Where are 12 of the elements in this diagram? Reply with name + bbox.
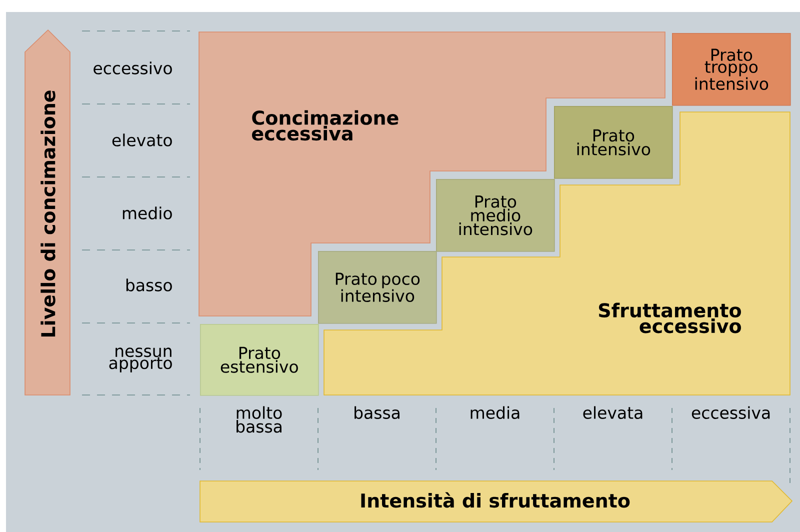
category-box: Prato medio intensivo xyxy=(436,179,555,252)
category-box: Prato troppo intensivo xyxy=(672,33,791,106)
row-label: elevato xyxy=(112,134,172,146)
category-box: Prato poco intensivo xyxy=(318,251,437,324)
row-label: nessun apporto xyxy=(109,348,172,372)
row-label: medio xyxy=(122,206,172,220)
row-label: eccessivo xyxy=(94,62,172,74)
column-label: molto bassa xyxy=(236,406,282,433)
category-box: Prato estensivo xyxy=(200,324,319,396)
row-label: basso xyxy=(126,278,172,292)
column-label: bassa xyxy=(354,406,400,419)
category-box: Prato intensivo xyxy=(554,106,673,179)
